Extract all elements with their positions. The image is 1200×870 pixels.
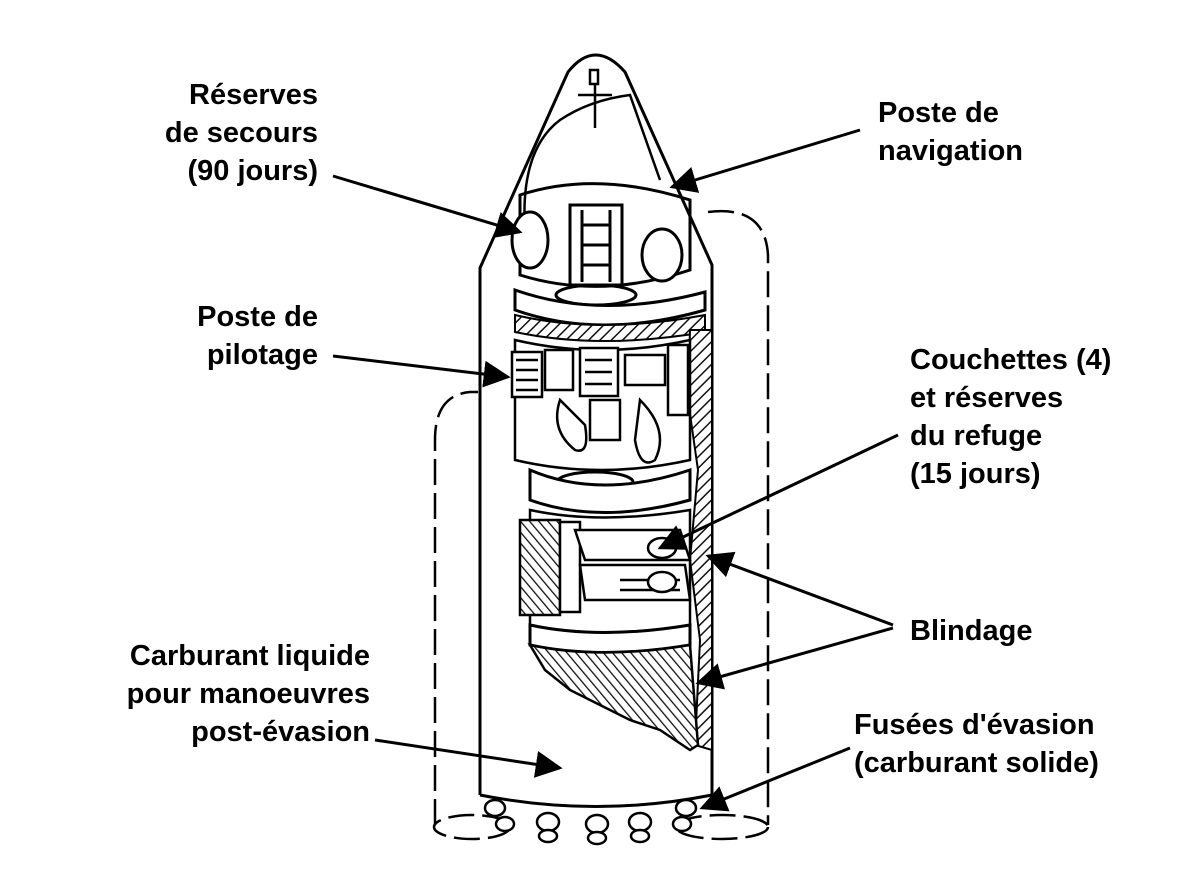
label-poste-navigation: Poste de navigation — [878, 97, 1024, 167]
leader-poste-navigation — [669, 128, 861, 193]
navigation-deck — [510, 182, 707, 327]
pilot-deck — [510, 338, 692, 472]
refuge-deck — [518, 508, 692, 634]
leader-fusees-evasion — [699, 746, 851, 812]
leader-blindage-upper — [705, 551, 894, 627]
lower-shield-hatch — [527, 643, 700, 752]
leader-blindage-lower — [695, 626, 894, 690]
leader-poste-pilotage — [332, 354, 511, 388]
label-fusees-evasion: Fusées d'évasion (carburant solide) — [854, 709, 1099, 779]
cutaway-wall-hatch — [686, 329, 713, 752]
pilot-deck-floor — [528, 467, 692, 514]
left-escape-rocket — [432, 390, 512, 841]
right-escape-rocket — [674, 209, 770, 841]
leader-carburant-liquide — [374, 738, 563, 778]
engine-nozzles — [483, 798, 698, 846]
leader-reserves-secours — [332, 174, 523, 238]
leader-lines — [332, 128, 899, 812]
leader-couchettes — [657, 433, 899, 550]
label-couchettes: Couchettes (4) et réserves du refuge (15… — [910, 344, 1112, 490]
label-carburant-liquide: Carburant liquide pour manoeuvres post-é… — [126, 640, 370, 748]
label-poste-pilotage: Poste de pilotage — [197, 301, 318, 371]
label-reserves-secours: Réserves de secours (90 jours) — [164, 79, 318, 187]
label-blindage: Blindage — [910, 615, 1033, 647]
nose-tip — [523, 68, 662, 231]
